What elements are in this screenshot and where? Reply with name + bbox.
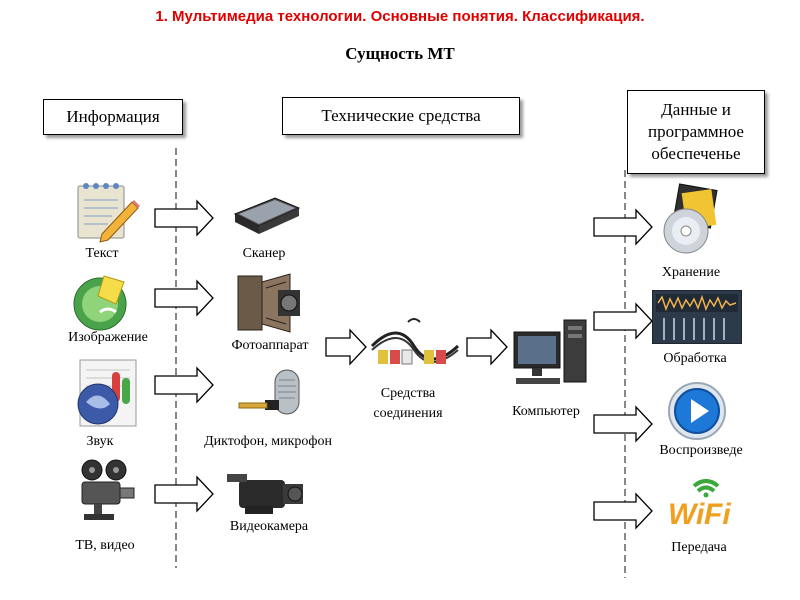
info-label-sound: Звук xyxy=(86,434,114,449)
microphone-icon xyxy=(229,360,305,426)
page-title: 1. Мультимедиа технологии. Основные поня… xyxy=(155,8,645,25)
arrow-camera-cables xyxy=(325,328,367,366)
data-label-storage: Хранение xyxy=(661,265,721,280)
info-label-image: Изображение xyxy=(68,330,148,345)
arrow-text-scanner xyxy=(154,199,214,237)
play-button-icon xyxy=(668,382,726,440)
arrow-to-playback xyxy=(593,405,653,443)
page-subtitle: Сущность МТ xyxy=(345,44,455,63)
info-label-video: ТВ, видео xyxy=(75,538,135,553)
sound-document-icon xyxy=(77,359,137,427)
header-tech: Технические средства xyxy=(282,97,520,135)
info-label-text: Текст xyxy=(85,246,119,261)
data-label-playback: Воспроизведе xyxy=(659,443,743,458)
arrow-to-transfer xyxy=(593,492,653,530)
video-camera-icon xyxy=(225,470,307,520)
header-info: Информация xyxy=(43,99,183,135)
data-label-processing: Обработка xyxy=(663,351,727,366)
svg-text:Fi: Fi xyxy=(704,498,731,531)
arrow-to-processing xyxy=(593,302,653,340)
audio-editor-icon xyxy=(652,290,742,344)
arrow-to-storage xyxy=(593,208,653,246)
data-label-transfer: Передача xyxy=(671,540,727,555)
arrow-image-camera xyxy=(154,279,214,317)
device-label-microphone: Диктофон, микрофон xyxy=(204,434,332,449)
notepad-pencil-icon xyxy=(77,183,140,243)
device-label-scanner: Сканер xyxy=(242,246,286,261)
wifi-logo-icon: Wi Fi xyxy=(668,479,731,531)
scanner-icon xyxy=(229,178,305,244)
film-projector-icon xyxy=(81,459,135,520)
header-data: Данные и программное обеспеченье xyxy=(627,90,765,174)
av-cables-icon xyxy=(370,318,460,365)
computer-icon xyxy=(513,319,587,384)
connection-label: Средства соединения xyxy=(373,386,443,421)
device-label-camera: Фотоаппарат xyxy=(231,338,309,353)
computer-label: Компьютер xyxy=(512,404,580,419)
arrow-video-camcorder xyxy=(154,475,214,513)
arrow-cables-computer xyxy=(466,328,508,366)
disks-icon xyxy=(663,183,718,254)
arrow-sound-mic xyxy=(154,366,214,404)
svg-text:Wi: Wi xyxy=(668,498,705,531)
camera-icon xyxy=(234,268,306,338)
image-editor-icon xyxy=(73,275,127,331)
device-label-videocamera: Видеокамера xyxy=(229,519,309,534)
